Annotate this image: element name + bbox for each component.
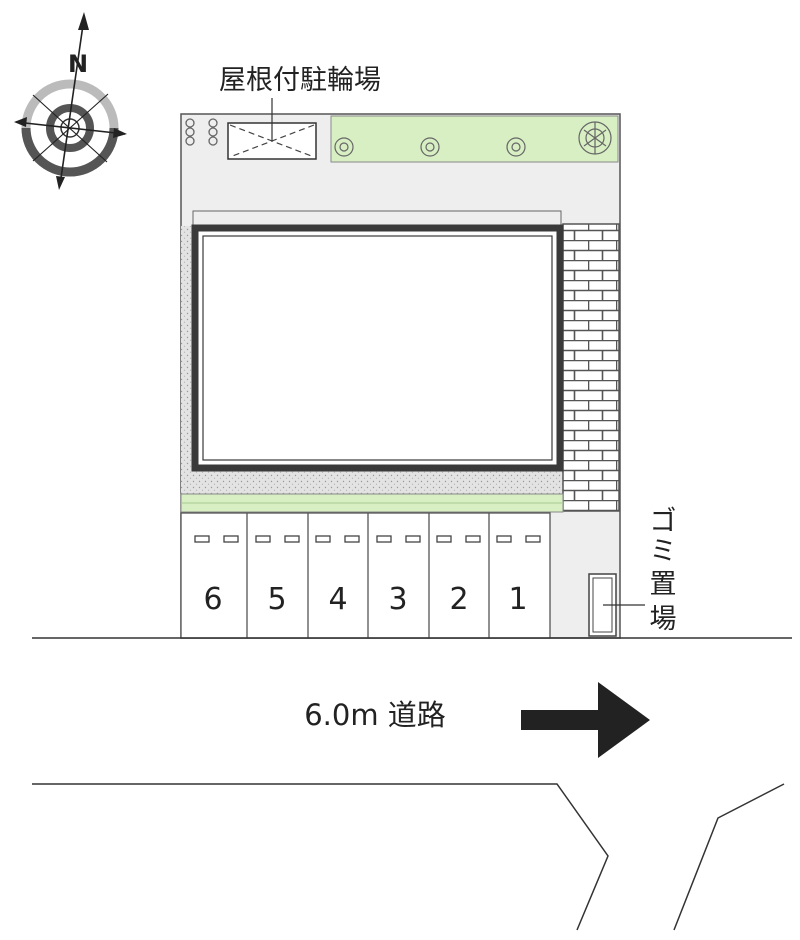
compass-ring-dark-arc [21,127,119,177]
shrub-icon [420,137,440,157]
brick-wall [562,223,620,512]
building [191,224,564,472]
garbage-area-char: 置 [650,569,677,600]
parking-area [180,512,551,639]
compass-north-label: N [68,50,88,78]
wheel-stops [194,535,541,543]
garden-strip-north [330,115,619,163]
garbage-area-label: ゴ ミ 置 場 [650,506,677,635]
road-edge-south [32,783,609,931]
compass: N [14,12,127,190]
garbage-area-char: ミ [650,536,677,567]
building-inner-line [202,235,553,461]
compass-west-arrow-icon [14,117,27,127]
tree-icon [578,121,612,155]
parking-space-label: 1 [508,582,527,617]
parking-space-label: 3 [388,582,407,617]
shrub-icon [334,137,354,157]
compass-ring-inner [46,104,94,152]
parking-space-label: 6 [203,582,222,617]
shrubs [334,121,612,157]
road-label: 6.0m 道路 [304,698,446,732]
property-lot: 6 5 4 3 2 1 [180,98,645,639]
compass-east-arrow-icon [113,128,127,138]
compass-needle-ns [59,17,85,186]
parking-space-label: 5 [267,582,286,617]
shrub-icon [506,137,526,157]
parking-space-label: 2 [449,582,468,617]
compass-needle-diag-2 [32,93,109,162]
parking-numbers: 6 5 4 3 2 1 [203,582,527,617]
compass-south-arrow-icon [56,176,65,190]
parking-dividers [246,513,490,638]
garbage-area-char: 場 [650,604,677,635]
road-direction-arrow-icon [521,682,650,758]
gravel-south [181,468,563,494]
road-edge-east [673,783,785,931]
garbage-area-char: ゴ [650,506,677,537]
bicycle-stand-icons [185,118,218,146]
compass-north-arrow-icon [78,12,89,30]
parking-space-label: 4 [328,582,347,617]
bicycle-parking-label: 屋根付駐輪場 [219,65,381,96]
